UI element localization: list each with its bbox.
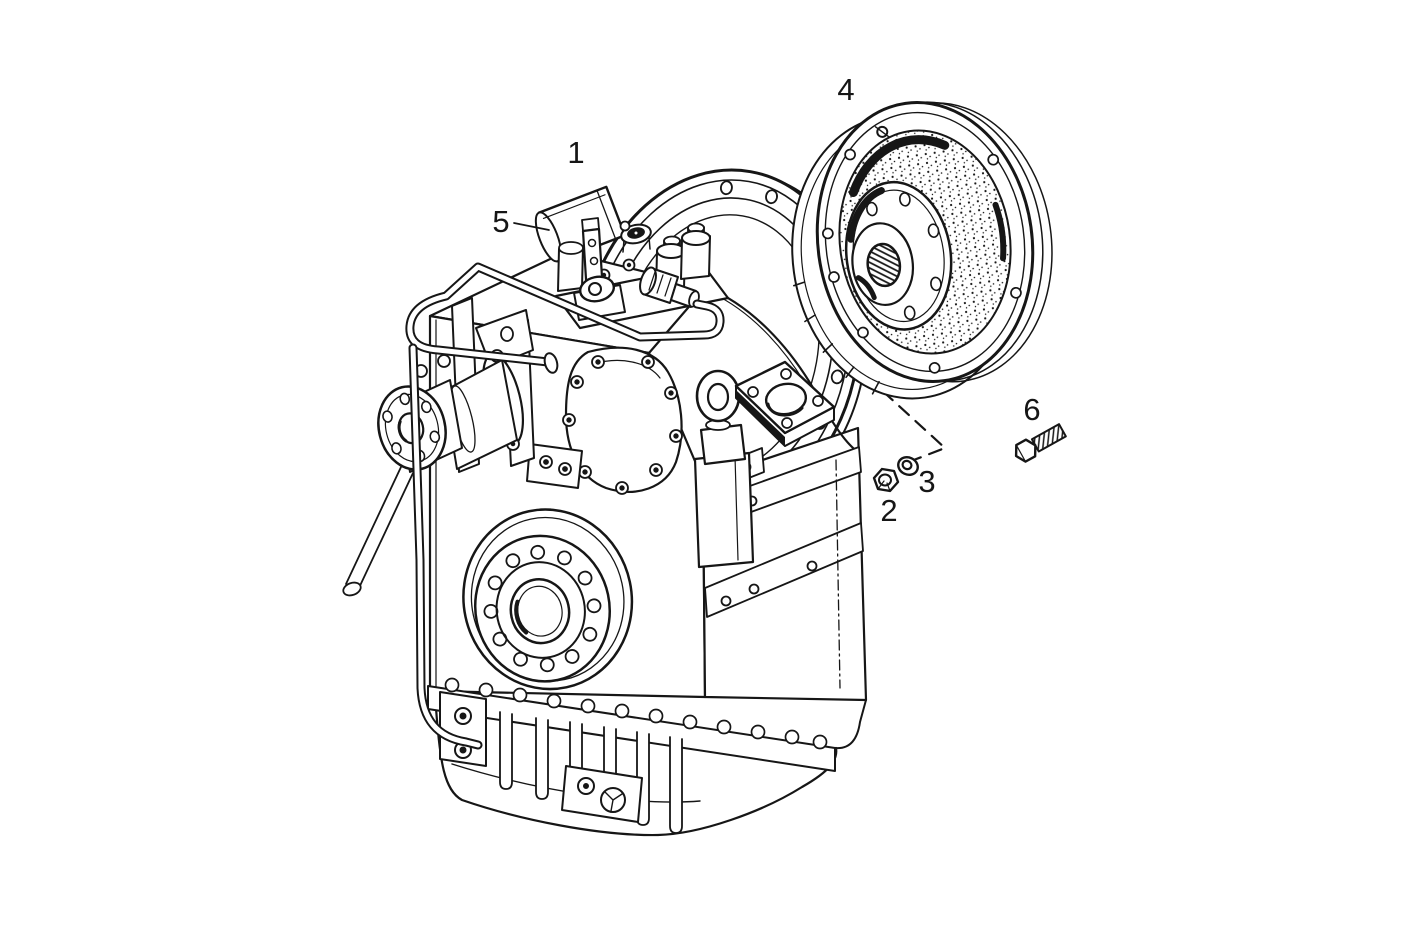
callouts: 1 2 3 4 5 6 bbox=[492, 72, 1040, 528]
pan-bolt-domes bbox=[444, 677, 828, 750]
oil-pan bbox=[427, 677, 867, 837]
damper-rim-holes bbox=[822, 148, 1022, 374]
pto-cover-bolts bbox=[562, 355, 683, 495]
control-valve-block bbox=[554, 217, 730, 330]
callout-6: 6 bbox=[1023, 392, 1040, 427]
gearbox-housing bbox=[427, 250, 868, 837]
callout-1: 1 bbox=[567, 135, 584, 170]
callout-3: 3 bbox=[918, 464, 935, 499]
drain-plate bbox=[561, 765, 643, 823]
valve-cylinder-2 bbox=[680, 222, 711, 280]
hex-nut bbox=[872, 467, 900, 493]
output-flange-holes bbox=[483, 544, 602, 673]
damper-plate-holes bbox=[862, 192, 942, 321]
pto-port-plate bbox=[734, 360, 836, 447]
pto-cover-plate bbox=[526, 346, 683, 495]
splined-hub-bore bbox=[866, 242, 902, 288]
callout-4: 4 bbox=[837, 72, 854, 107]
hex-bolt bbox=[1014, 423, 1067, 463]
pan-left-bracket bbox=[439, 691, 487, 767]
oil-pipes bbox=[405, 262, 725, 750]
callout-5-leader bbox=[513, 222, 550, 231]
callout-5: 5 bbox=[492, 204, 509, 239]
damper-backplate-hatch bbox=[793, 281, 880, 395]
valve-cylinder-left bbox=[557, 241, 584, 292]
washer bbox=[897, 456, 919, 476]
filler-pad bbox=[619, 220, 652, 253]
output-flange bbox=[462, 508, 634, 691]
damper-coupling bbox=[791, 101, 1053, 400]
selector-lever bbox=[573, 217, 626, 321]
lifting-eye-bolt bbox=[693, 369, 755, 569]
callout-2: 2 bbox=[880, 493, 897, 528]
hose-coupling bbox=[639, 266, 700, 308]
